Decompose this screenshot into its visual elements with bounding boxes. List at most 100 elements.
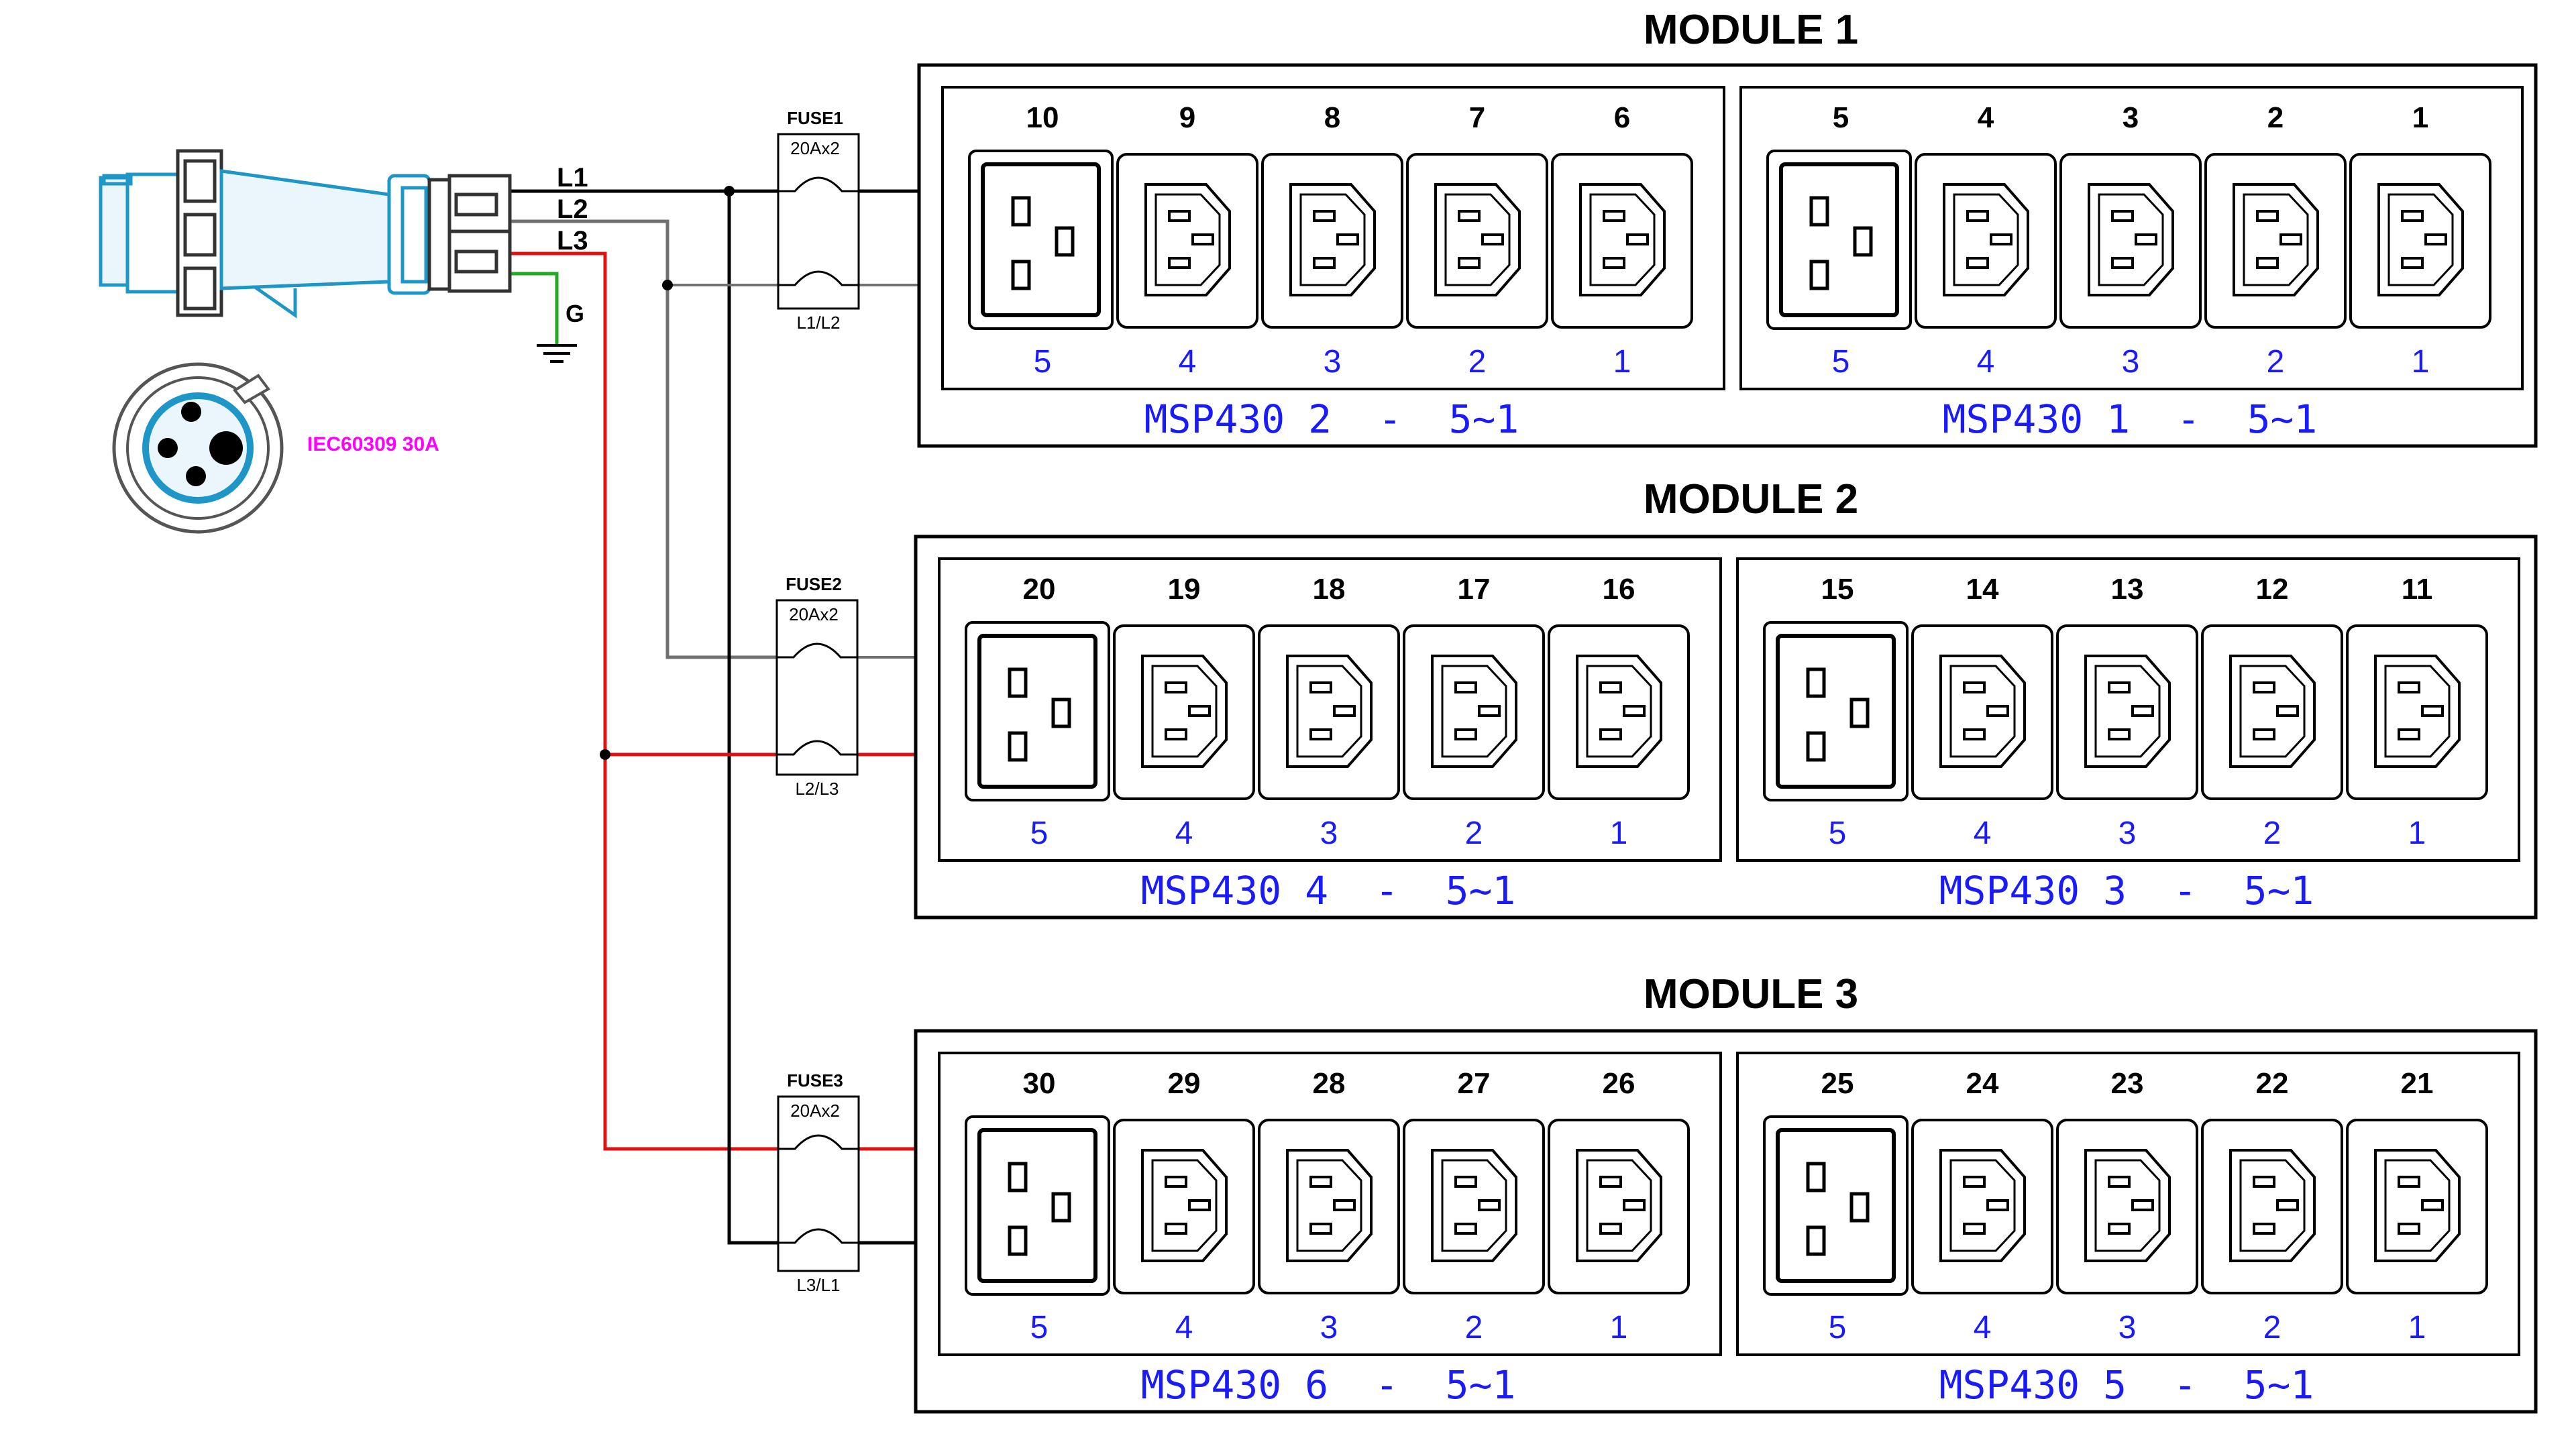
outlet-number: 28 bbox=[1313, 1067, 1346, 1100]
outlet-number: 15 bbox=[1821, 573, 1854, 606]
fuse-phase: L3/L1 bbox=[796, 1275, 840, 1295]
c13-outlet-icon bbox=[1258, 1119, 1400, 1294]
outlet-number: 11 bbox=[2402, 573, 2433, 606]
plug-face-icon bbox=[112, 362, 284, 534]
msp430-label: MSP430 4 - 5~1 bbox=[1141, 868, 1516, 913]
c13-outlet-icon bbox=[1403, 1119, 1545, 1294]
outlet-number: 4 bbox=[1978, 101, 1994, 134]
outlet-group-frame bbox=[1736, 557, 2520, 862]
iec60309-plug-icon bbox=[99, 149, 512, 319]
fuse-box bbox=[777, 1095, 860, 1272]
outlet-number: 16 bbox=[1603, 573, 1635, 606]
fuse-rating: 20Ax2 bbox=[790, 1101, 840, 1121]
c19-outlet-icon bbox=[1766, 150, 1912, 330]
outlet-number: 21 bbox=[2401, 1067, 2434, 1100]
label-l1: L1 bbox=[557, 163, 588, 192]
outlet-number: 25 bbox=[1821, 1067, 1854, 1100]
outlet-number: 9 bbox=[1179, 101, 1195, 134]
c13-outlet-icon bbox=[1403, 624, 1545, 800]
c19-outlet-icon bbox=[965, 1115, 1110, 1296]
fuse-element-icon bbox=[778, 270, 859, 286]
outlet-number: 1 bbox=[2412, 101, 2428, 134]
outlet-group-frame bbox=[941, 86, 1725, 390]
module-title: MODULE 1 bbox=[1644, 7, 1858, 53]
outlet-number: 2 bbox=[2267, 101, 2284, 134]
outlet-index: 4 bbox=[1974, 816, 1992, 851]
fuse-phase: L1/L2 bbox=[796, 313, 840, 333]
outlet-index: 5 bbox=[1829, 816, 1847, 851]
wire-l1-bus bbox=[727, 191, 782, 1245]
outlet-index: 4 bbox=[1977, 344, 1995, 380]
outlet-index: 2 bbox=[2263, 816, 2282, 851]
wire-l3 bbox=[510, 252, 782, 1151]
fuse-rating: 20Ax2 bbox=[790, 138, 840, 158]
c13-outlet-icon bbox=[2346, 1119, 2488, 1294]
outlet-index: 4 bbox=[1175, 1310, 1193, 1345]
c13-outlet-icon bbox=[2201, 624, 2343, 800]
c19-outlet-icon bbox=[1763, 621, 1909, 801]
outlet-index: 3 bbox=[2122, 344, 2140, 380]
outlet-index: 5 bbox=[1832, 344, 1850, 380]
outlet-number: 19 bbox=[1168, 573, 1201, 606]
c13-outlet-icon bbox=[2056, 1119, 2198, 1294]
outlet-index: 3 bbox=[2118, 816, 2137, 851]
fuse-element-icon bbox=[777, 740, 857, 756]
outlet-number: 7 bbox=[1469, 101, 1485, 134]
outlet-index: 1 bbox=[2412, 344, 2430, 380]
outlet-number: 29 bbox=[1168, 1067, 1201, 1100]
outlet-number: 17 bbox=[1458, 573, 1491, 606]
outlet-group-frame bbox=[1739, 86, 2524, 390]
c13-outlet-icon bbox=[1548, 624, 1690, 800]
outlet-index: 2 bbox=[2263, 1310, 2282, 1345]
outlet-index: 3 bbox=[1320, 1310, 1338, 1345]
msp430-label: MSP430 2 - 5~1 bbox=[1144, 396, 1519, 442]
fuse-phase: L2/L3 bbox=[795, 779, 839, 799]
outlet-index: 3 bbox=[2118, 1310, 2137, 1345]
outlet-number: 13 bbox=[2111, 573, 2144, 606]
module-title: MODULE 2 bbox=[1644, 476, 1858, 522]
c13-outlet-icon bbox=[1551, 153, 1693, 329]
outlet-number: 14 bbox=[1966, 573, 1999, 606]
c19-outlet-icon bbox=[965, 621, 1110, 801]
fuse-element-icon bbox=[778, 1134, 859, 1150]
c13-outlet-icon bbox=[1548, 1119, 1690, 1294]
module-title: MODULE 3 bbox=[1644, 971, 1858, 1017]
plug-label: IEC60309 30A bbox=[307, 433, 439, 455]
fuse-name: FUSE2 bbox=[786, 574, 842, 594]
c19-outlet-icon bbox=[1763, 1115, 1909, 1296]
outlet-index: 2 bbox=[1468, 344, 1487, 380]
outlet-index: 5 bbox=[1034, 344, 1052, 380]
outlet-number: 23 bbox=[2111, 1067, 2144, 1100]
c13-outlet-icon bbox=[1261, 153, 1403, 329]
label-l2: L2 bbox=[557, 194, 588, 224]
outlet-index: 3 bbox=[1324, 344, 1342, 380]
c13-outlet-icon bbox=[2059, 153, 2202, 329]
c13-outlet-icon bbox=[1113, 624, 1255, 800]
wire-l2 bbox=[510, 219, 785, 659]
outlet-number: 20 bbox=[1023, 573, 1056, 606]
outlet-index: 4 bbox=[1974, 1310, 1992, 1345]
outlet-index: 1 bbox=[1613, 344, 1631, 380]
outlet-index: 2 bbox=[1465, 816, 1483, 851]
fuses: FUSE120Ax2L1/L2FUSE220Ax2L2/L3FUSE320Ax2… bbox=[775, 108, 860, 1295]
fuse-box bbox=[775, 599, 859, 776]
fuse-element-icon bbox=[778, 176, 859, 192]
c13-outlet-icon bbox=[2349, 153, 2491, 329]
module-frame bbox=[917, 63, 2538, 448]
c13-outlet-icon bbox=[1911, 1119, 2053, 1294]
label-l3: L3 bbox=[557, 226, 588, 256]
outlet-number: 26 bbox=[1603, 1067, 1635, 1100]
c19-outlet-icon bbox=[968, 150, 1114, 330]
msp430-label: MSP430 5 - 5~1 bbox=[1939, 1362, 2314, 1408]
outlet-number: 22 bbox=[2256, 1067, 2289, 1100]
